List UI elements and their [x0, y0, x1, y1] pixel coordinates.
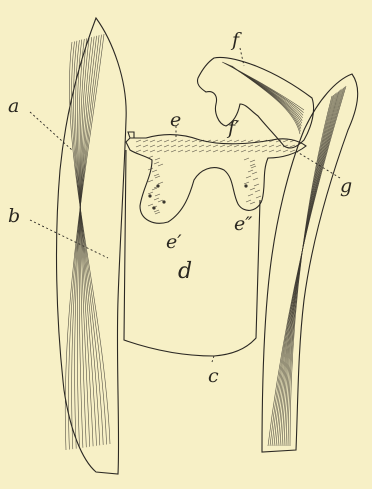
central-body — [124, 150, 260, 356]
label-f-prime: f′ — [226, 117, 240, 139]
label-e-double-prime: e″ — [234, 213, 252, 235]
cross-piece — [126, 132, 306, 223]
fragment-f — [197, 57, 313, 148]
label-f: f — [230, 29, 242, 51]
label-g: g — [340, 175, 352, 197]
label-e: e — [170, 109, 181, 131]
label-a: a — [8, 95, 19, 117]
label-c: c — [208, 365, 219, 387]
label-b: b — [8, 205, 20, 227]
label-e-prime: e′ — [166, 231, 182, 253]
left-plate — [57, 18, 127, 474]
right-plate — [262, 74, 358, 452]
label-d: d — [178, 259, 192, 284]
